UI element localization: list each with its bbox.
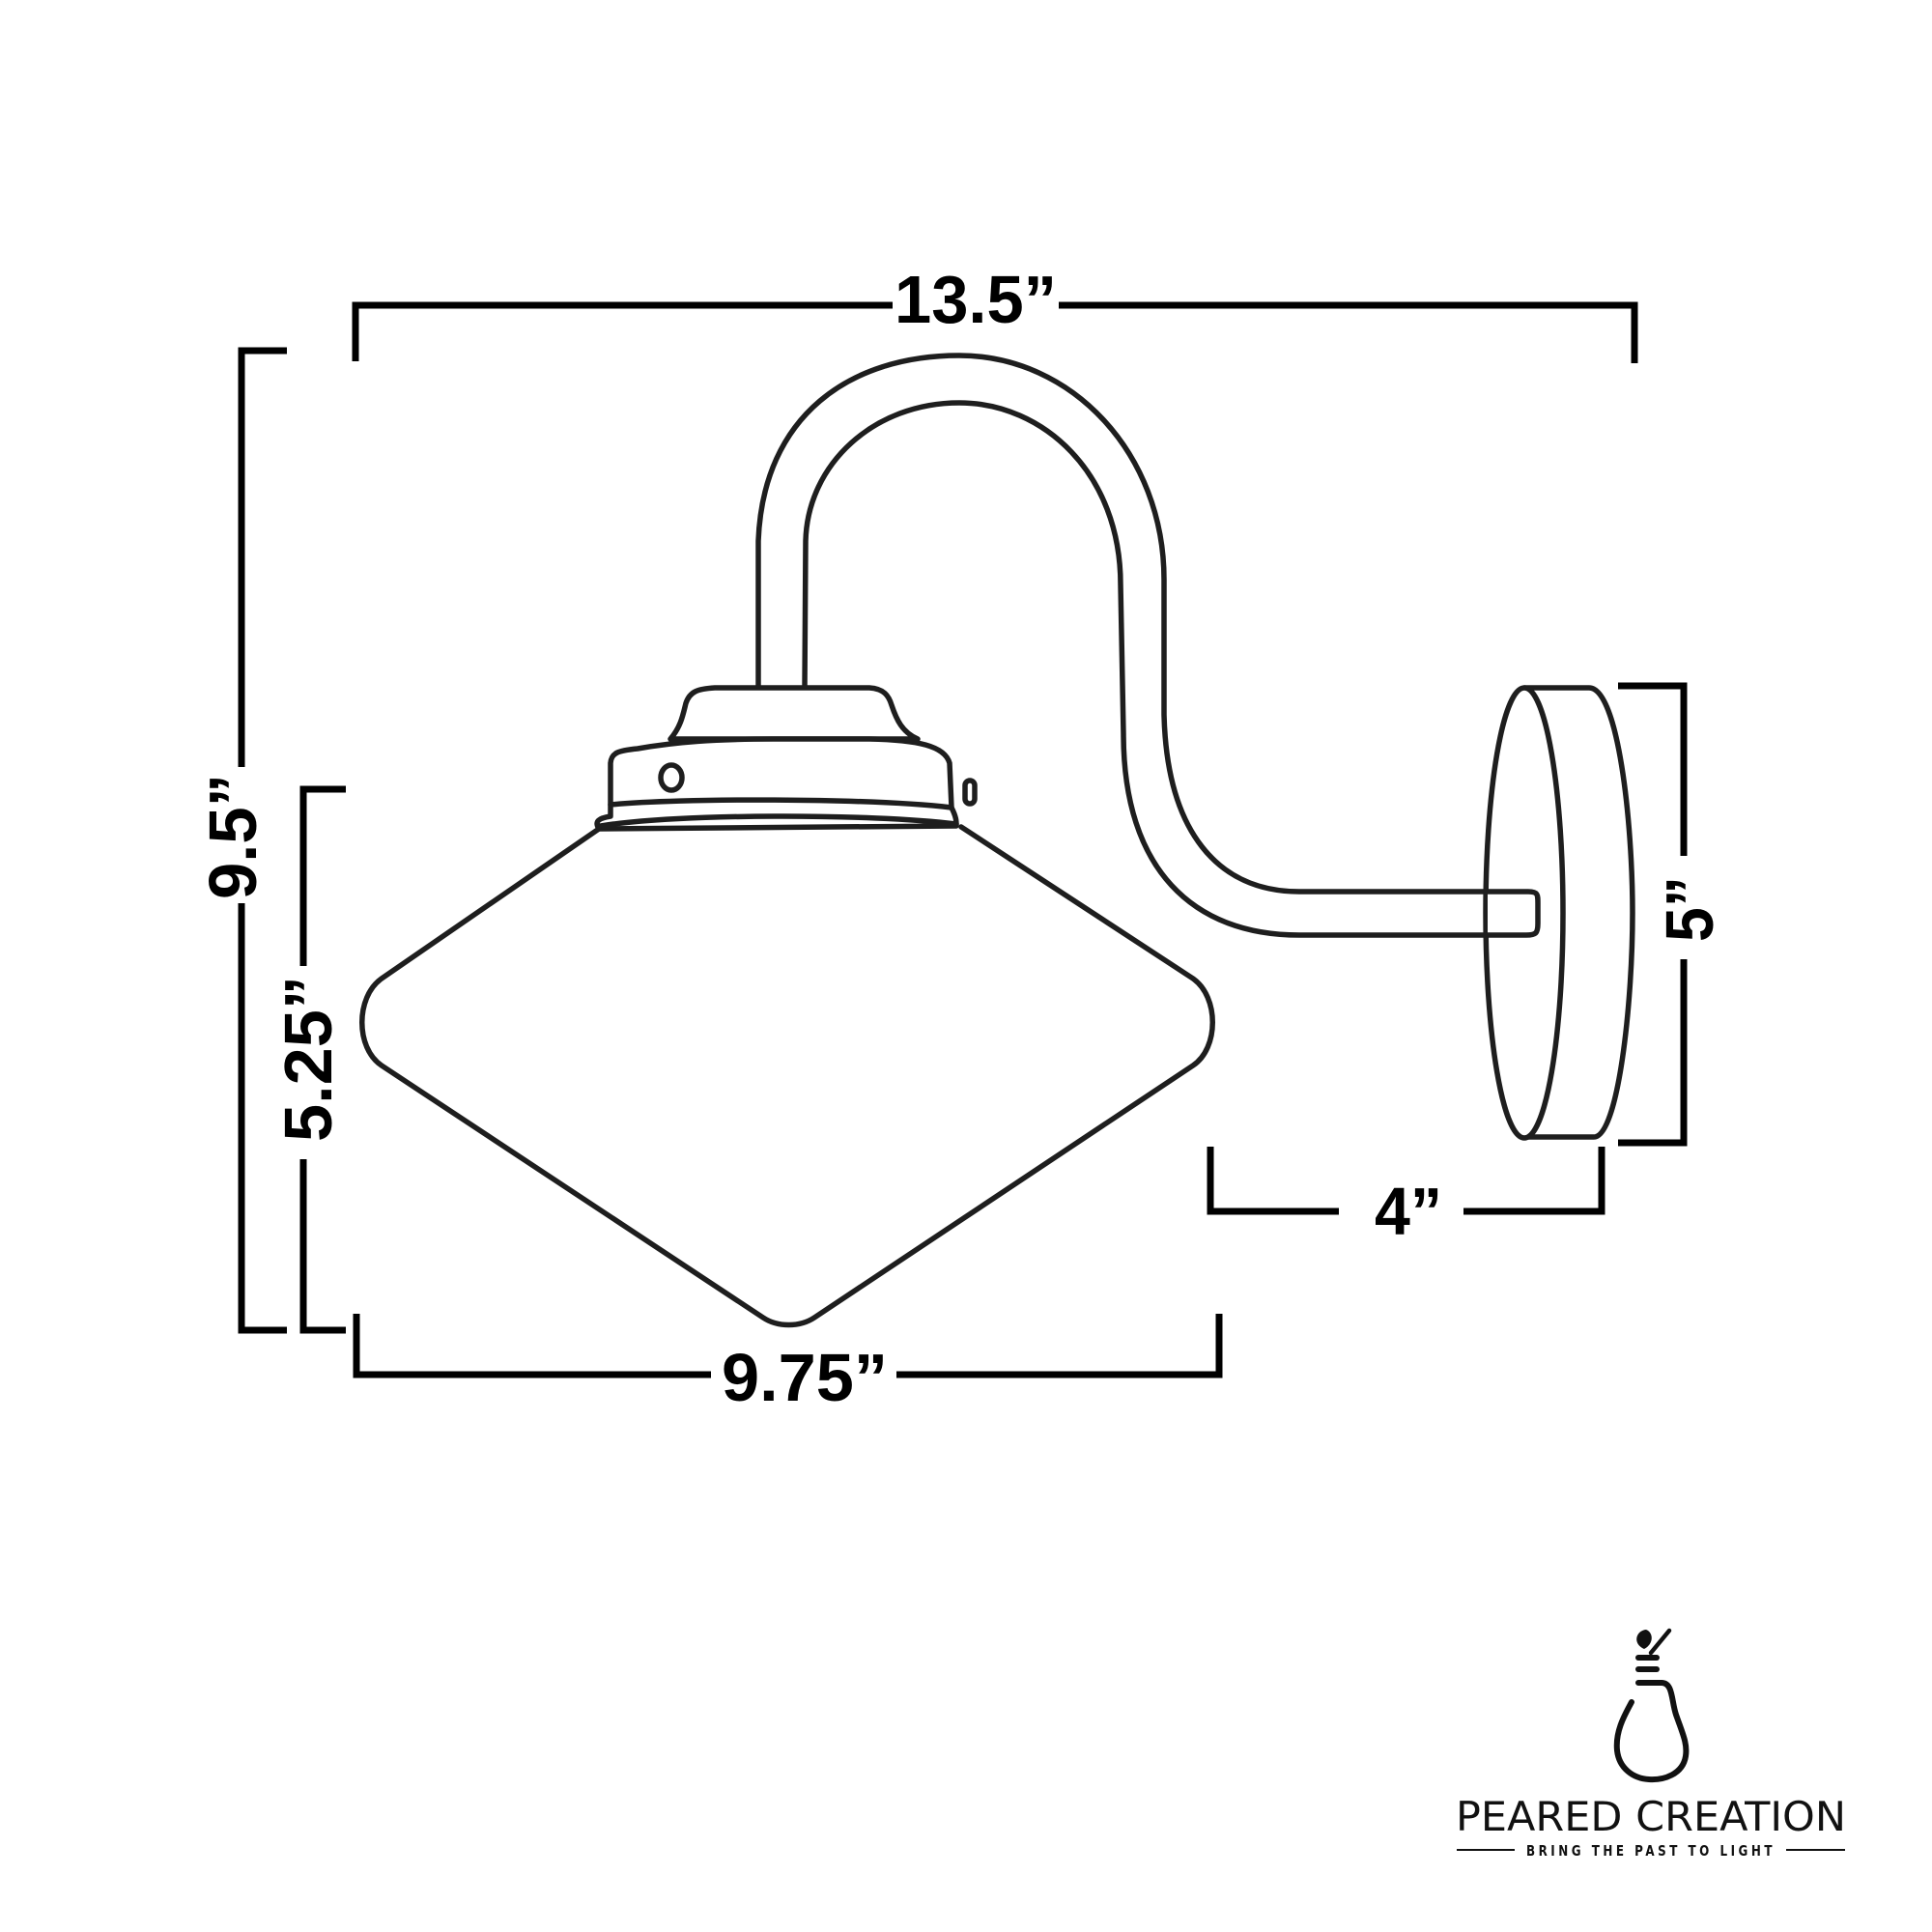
- wall-backplate: [1483, 685, 1635, 1141]
- gooseneck-arm: [755, 353, 1541, 938]
- dimension-shade-height: 5.25”: [270, 785, 346, 1334]
- dimension-label-shade-height: 5.25”: [270, 976, 346, 1142]
- dimension-label-extension: 4”: [1375, 1174, 1442, 1249]
- pear-lightbulb-icon: [1613, 1628, 1690, 1783]
- thumbscrew-icon: [962, 778, 978, 807]
- brand-name: PEARED CREATION: [1456, 1793, 1846, 1840]
- brand-tagline: BRING THE PAST TO LIGHT: [1526, 1842, 1776, 1860]
- shade-fitter: [594, 685, 978, 832]
- dimension-overall-width: 13.5”: [352, 262, 1638, 363]
- dimension-extension: 4”: [1207, 1147, 1605, 1249]
- dimension-label-overall-height: 9.5”: [195, 774, 270, 899]
- dimension-overall-height: 9.5”: [195, 347, 287, 1334]
- dimension-backplate-height: 5”: [1618, 682, 1727, 1147]
- brand-logo: PEARED CREATION BRING THE PAST TO LIGHT: [1456, 1628, 1846, 1860]
- screw-hole-icon: [658, 762, 685, 793]
- dimension-label-shade-width: 9.75”: [722, 1340, 888, 1415]
- glass-shade: [359, 824, 1215, 1328]
- sconce-drawing: [359, 353, 1635, 1328]
- dimension-label-overall-width: 13.5”: [895, 262, 1057, 337]
- dimension-label-backplate-height: 5”: [1652, 876, 1727, 942]
- dimension-shade-width: 9.75”: [353, 1314, 1223, 1415]
